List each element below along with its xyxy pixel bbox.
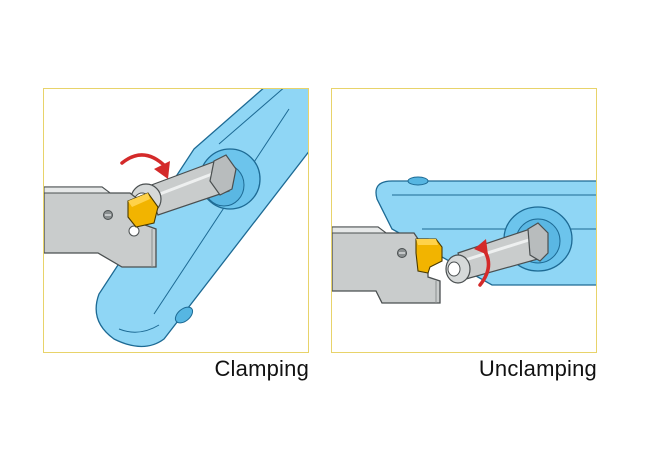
clamping-panel bbox=[43, 88, 309, 353]
rotate-arrow-icon bbox=[474, 239, 491, 287]
unclamping-label: Unclamping bbox=[478, 356, 597, 381]
rotate-arrow-icon bbox=[120, 153, 170, 179]
cutting-insert bbox=[415, 238, 443, 274]
blade-holder bbox=[332, 226, 441, 304]
clamping-label: Clamping bbox=[214, 356, 309, 381]
unclamping-illustration bbox=[332, 176, 596, 304]
tool-body bbox=[95, 89, 308, 348]
clamping-illustration bbox=[44, 89, 308, 348]
unclamping-panel bbox=[331, 88, 597, 353]
clamp-screw bbox=[445, 222, 549, 284]
cutting-insert bbox=[127, 192, 159, 228]
